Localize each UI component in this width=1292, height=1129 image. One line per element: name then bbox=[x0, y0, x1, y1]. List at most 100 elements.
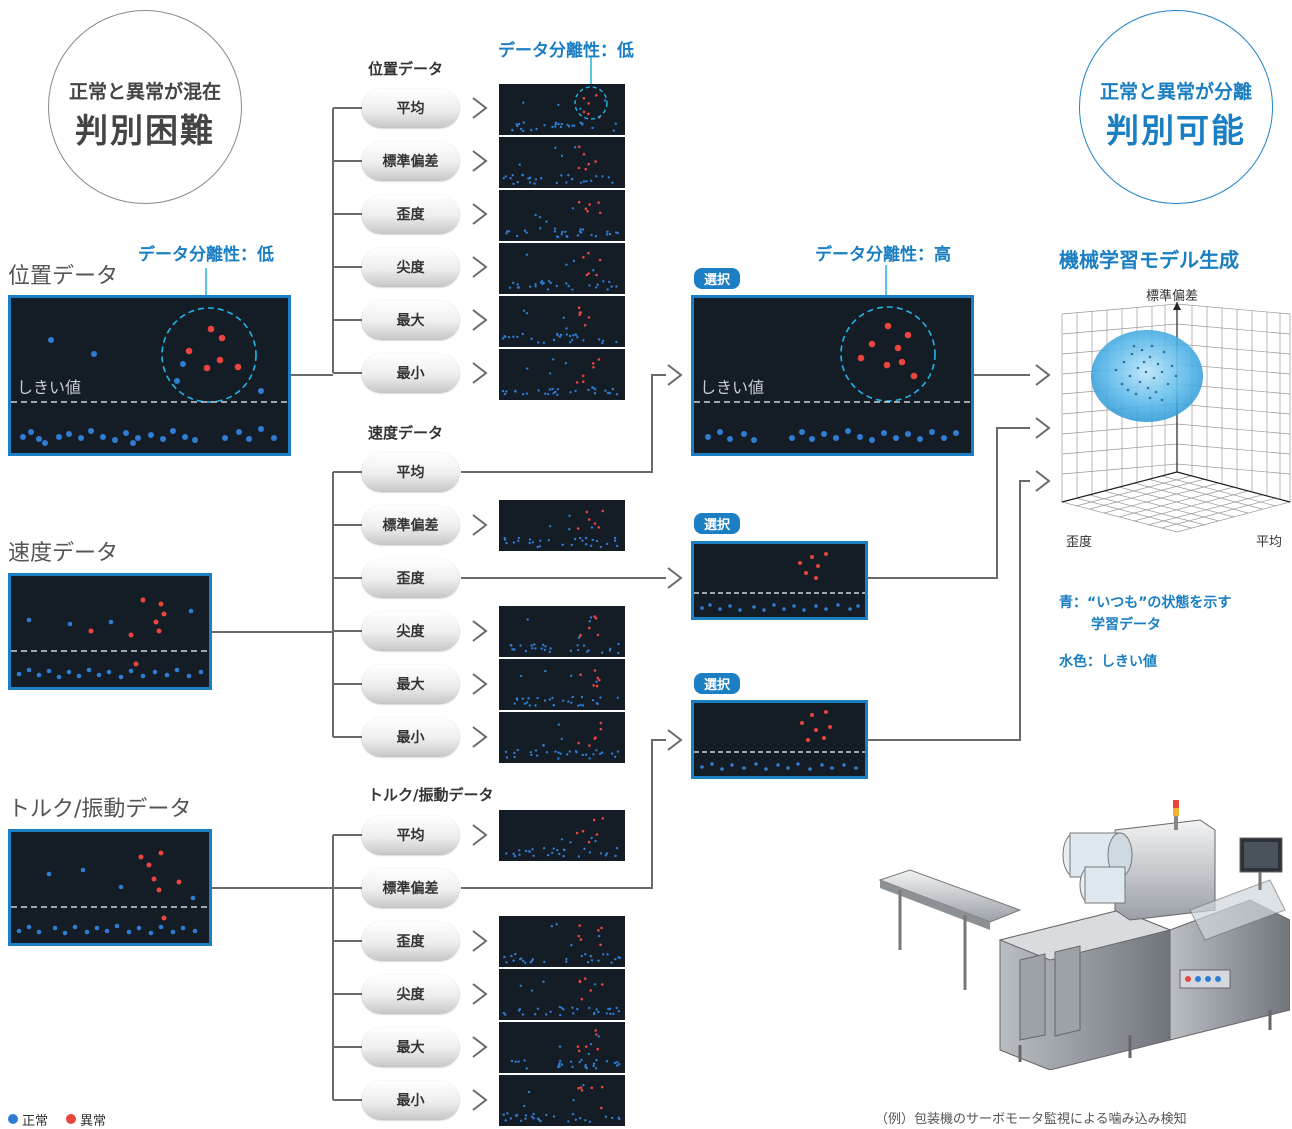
normal-point bbox=[601, 339, 605, 342]
abnormal-point bbox=[580, 997, 584, 1001]
normal-point bbox=[599, 545, 602, 549]
ml-model-title: 機械学習モデル生成 bbox=[1059, 248, 1239, 272]
normal-point bbox=[573, 537, 577, 541]
normal-point bbox=[587, 388, 590, 392]
raw-scatter-speed bbox=[8, 573, 212, 690]
mini-scatter bbox=[503, 509, 619, 549]
normal-point bbox=[501, 389, 505, 393]
normal-point bbox=[602, 280, 605, 283]
normal-point bbox=[597, 934, 601, 938]
normal-point bbox=[548, 372, 552, 375]
abnormal-point bbox=[587, 518, 591, 521]
normal-point bbox=[548, 525, 552, 528]
normal-point bbox=[526, 367, 529, 370]
normal-point bbox=[590, 959, 594, 962]
normal-point bbox=[531, 647, 534, 650]
normal-point bbox=[534, 285, 537, 288]
normal-point bbox=[589, 544, 593, 547]
feature-pill-skewness: 歪度 bbox=[362, 922, 459, 960]
normal-point bbox=[528, 181, 532, 184]
normal-point bbox=[576, 644, 579, 647]
normal-point bbox=[532, 854, 535, 857]
normal-point bbox=[615, 231, 618, 234]
normal-point bbox=[504, 1119, 507, 1122]
mini-scatter bbox=[502, 1084, 621, 1123]
normal-point bbox=[558, 335, 562, 338]
normal-point bbox=[508, 286, 512, 289]
highlight-circle bbox=[574, 86, 608, 120]
normal-point bbox=[505, 390, 508, 393]
abnormal-point bbox=[579, 633, 582, 637]
normal-point bbox=[517, 1060, 520, 1063]
abnormal-point bbox=[579, 938, 583, 941]
normal-point bbox=[576, 336, 579, 339]
normal-point bbox=[512, 541, 516, 544]
normal-point bbox=[564, 230, 567, 233]
normal-point bbox=[556, 393, 559, 396]
data-label-speed: 速度データ bbox=[8, 541, 119, 566]
normal-point bbox=[523, 1104, 526, 1108]
mini-scatter bbox=[502, 145, 614, 186]
feature-pill-std: 標準偏差 bbox=[362, 869, 459, 907]
normal-point bbox=[606, 391, 610, 395]
normal-point bbox=[594, 388, 597, 391]
normal-point bbox=[550, 925, 553, 928]
normal-point bbox=[592, 386, 595, 389]
legend-normal-marker bbox=[8, 1114, 18, 1124]
mini-scatter bbox=[509, 615, 620, 655]
normal-point bbox=[511, 174, 514, 177]
normal-point bbox=[530, 644, 533, 647]
normal-point bbox=[546, 288, 550, 291]
normal-point bbox=[595, 1008, 598, 1011]
abnormal-point bbox=[577, 1049, 581, 1053]
normal-point bbox=[553, 227, 557, 230]
normal-point bbox=[515, 697, 519, 700]
normal-point bbox=[560, 122, 563, 126]
abnormal-point bbox=[578, 311, 582, 314]
normal-point bbox=[615, 393, 619, 396]
normal-point bbox=[613, 1061, 617, 1065]
normal-point bbox=[601, 341, 604, 345]
axis-label-std: 標準偏差 bbox=[1146, 289, 1199, 304]
normal-point bbox=[543, 960, 546, 964]
normal-point bbox=[521, 173, 524, 177]
abnormal-point bbox=[594, 616, 598, 620]
normal-point bbox=[582, 644, 586, 647]
abnormal-point bbox=[597, 358, 601, 361]
normal-point bbox=[599, 852, 603, 855]
normal-point bbox=[558, 1045, 562, 1048]
normal-point bbox=[522, 121, 525, 124]
normal-point bbox=[531, 541, 535, 544]
feature-scatter-thumb bbox=[499, 1022, 625, 1073]
abnormal-point bbox=[594, 160, 597, 163]
normal-point bbox=[581, 228, 585, 231]
abnormal-point bbox=[577, 934, 581, 938]
normal-point bbox=[505, 961, 508, 964]
normal-point bbox=[566, 235, 569, 239]
normal-point bbox=[536, 754, 539, 757]
normal-point bbox=[521, 697, 524, 700]
normal-point bbox=[551, 851, 554, 855]
normal-point bbox=[516, 283, 519, 286]
normal-point bbox=[544, 669, 547, 673]
normal-point bbox=[595, 749, 598, 752]
normal-point bbox=[514, 389, 517, 393]
abnormal-point bbox=[587, 272, 590, 275]
normal-point bbox=[572, 259, 576, 263]
normal-point bbox=[503, 537, 506, 540]
normal-point bbox=[582, 339, 585, 342]
separability-label-left: データ分離性：低 bbox=[138, 245, 274, 265]
feature-pill-mean: 平均 bbox=[362, 816, 459, 854]
abnormal-point bbox=[581, 829, 585, 833]
normal-point bbox=[502, 1113, 505, 1116]
normal-point bbox=[562, 316, 565, 319]
normal-point bbox=[604, 389, 607, 392]
abnormal-point bbox=[578, 313, 581, 316]
normal-point bbox=[530, 959, 534, 962]
feature-scatter-thumb bbox=[499, 659, 625, 710]
normal-point bbox=[525, 253, 528, 256]
normal-point bbox=[539, 539, 542, 542]
selected-tag: 選択 bbox=[694, 673, 741, 694]
abnormal-point bbox=[587, 162, 590, 166]
feature-pill-max: 最大 bbox=[362, 665, 459, 703]
